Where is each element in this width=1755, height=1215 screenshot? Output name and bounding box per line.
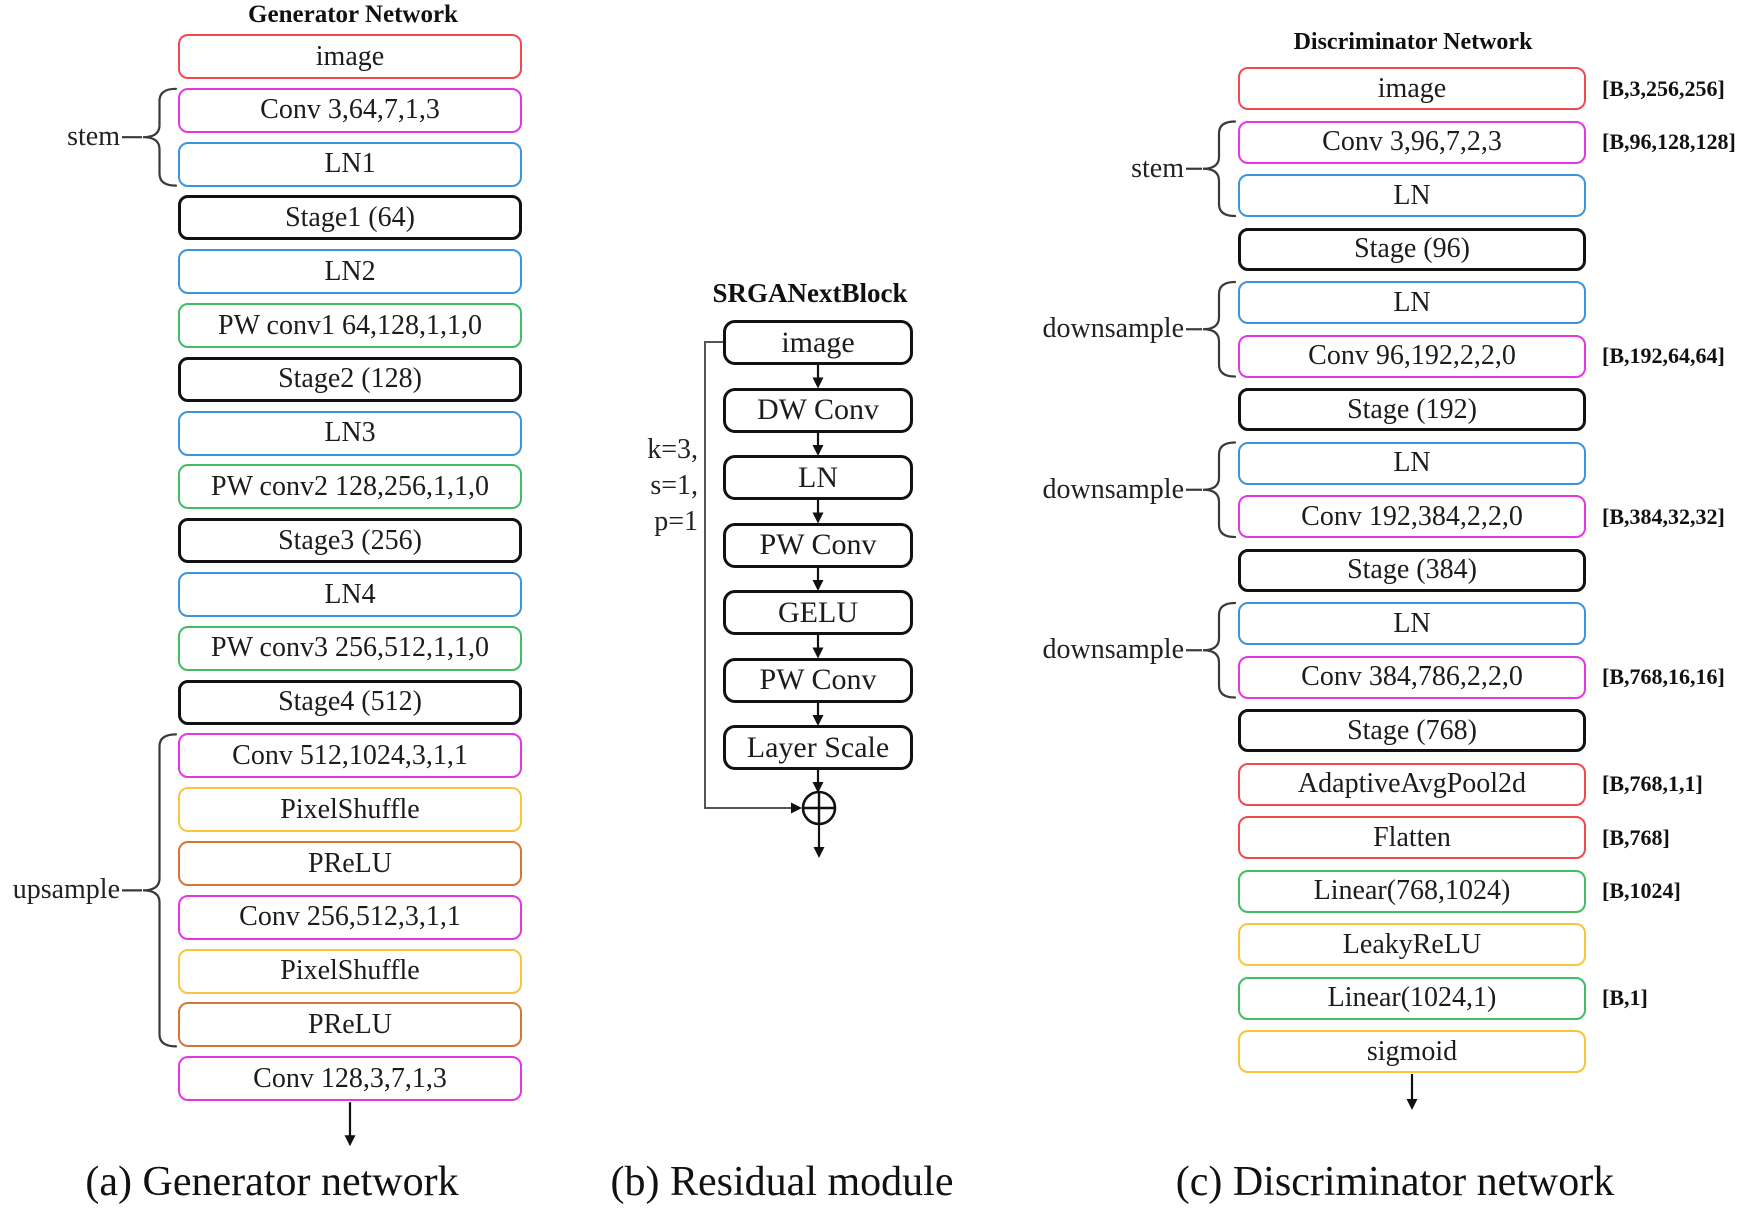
- layer-box: Linear(768,1024): [1238, 869, 1586, 913]
- layer-box: Conv 96,192,2,2,0: [1238, 334, 1586, 378]
- layer-box: PW Conv: [723, 657, 913, 703]
- shape-annotation: [B,96,128,128]: [1602, 129, 1736, 154]
- stem-bracket: [142, 87, 178, 187]
- downsample-label: downsample: [1042, 313, 1184, 345]
- layer-box: image: [178, 34, 522, 79]
- caption-discriminator: (c) Discriminator network: [1175, 1159, 1615, 1205]
- generator-title: Generator Network: [248, 1, 458, 28]
- layer-box: Stage3 (256): [178, 518, 522, 564]
- layer-box: Stage (768): [1238, 709, 1586, 752]
- layer-box: Conv 128,3,7,1,3: [178, 1056, 522, 1102]
- flow-arrow-head: [812, 377, 824, 389]
- shape-annotation: [B,384,32,32]: [1602, 503, 1725, 529]
- layer-box: Conv 3,96,7,2,3: [1238, 120, 1586, 164]
- layer-box: Stage2 (128): [178, 356, 522, 402]
- layer-box: PW conv3 256,512,1,1,0: [178, 625, 522, 671]
- layer-box: Conv 512,1024,3,1,1: [178, 733, 522, 779]
- downsample-bracket: [1202, 601, 1237, 699]
- flow-arrow-head: [812, 580, 824, 591]
- flow-arrow-to-sum-head: [812, 782, 824, 793]
- layer-box: sigmoid: [1238, 1030, 1586, 1073]
- downsample-label: downsample: [1042, 473, 1184, 505]
- shape-annotation: [B,1]: [1602, 985, 1648, 1010]
- padding-label: p=1: [654, 506, 698, 537]
- layer-box: DW Conv: [723, 387, 913, 433]
- downsample-bracket: [1202, 280, 1237, 378]
- layer-box: LN1: [178, 141, 522, 187]
- upsample-bracket: [142, 733, 178, 1048]
- output-arrow-gen-head: [344, 1135, 356, 1147]
- layer-box: Stage (192): [1238, 388, 1586, 431]
- layer-box: LN4: [178, 572, 522, 617]
- skip-connection-arrow-head: [791, 802, 802, 814]
- stem-label: stem: [67, 121, 120, 153]
- layer-box: image: [1238, 67, 1586, 110]
- layer-box: PW Conv: [723, 522, 913, 568]
- layer-box: PReLU: [178, 841, 522, 886]
- layer-box: LN: [1238, 441, 1586, 485]
- layer-box: PReLU: [178, 1002, 522, 1048]
- layer-box: Stage4 (512): [178, 679, 522, 725]
- shape-annotation: [B,768,16,16]: [1602, 664, 1725, 689]
- shape-annotation: [B,768,1,1]: [1602, 771, 1703, 796]
- layer-box: LN3: [178, 410, 522, 456]
- downsample-label: downsample: [1042, 634, 1184, 666]
- skip-connection-line: [704, 341, 788, 809]
- upsample-label: upsample: [12, 874, 120, 906]
- layer-box: Linear(1024,1): [1238, 976, 1586, 1020]
- kernel-size-label: k=3,: [647, 434, 698, 465]
- layer-box: image: [723, 320, 913, 365]
- shape-annotation: [B,1024]: [1602, 878, 1681, 903]
- layer-box: LeakyReLU: [1238, 923, 1586, 966]
- layer-box: GELU: [723, 590, 913, 635]
- layer-box: LN2: [178, 249, 522, 295]
- flow-arrow-head: [812, 512, 824, 524]
- layer-box: Flatten: [1238, 816, 1586, 859]
- layer-box: PixelShuffle: [178, 948, 522, 994]
- layer-box: Stage1 (64): [178, 195, 522, 241]
- downsample-bracket: [1202, 441, 1237, 539]
- layer-box: LN: [1238, 281, 1586, 324]
- layer-box: Conv 384,786,2,2,0: [1238, 655, 1586, 699]
- layer-box: PixelShuffle: [178, 787, 522, 833]
- layer-box: Layer Scale: [723, 725, 913, 770]
- flow-arrow-head: [812, 647, 824, 659]
- output-arrow-res-head: [813, 847, 825, 858]
- layer-box: Conv 192,384,2,2,0: [1238, 495, 1586, 538]
- layer-box: Stage (96): [1238, 227, 1586, 271]
- stride-label: s=1,: [650, 470, 698, 501]
- layer-box: PW conv2 128,256,1,1,0: [178, 464, 522, 510]
- layer-box: Conv 256,512,3,1,1: [178, 894, 522, 940]
- residual-title: SRGANextBlock: [712, 278, 908, 308]
- flow-arrow-head: [812, 715, 824, 726]
- output-arrow-disc-head: [1406, 1099, 1418, 1110]
- layer-box: Conv 3,64,7,1,3: [178, 87, 522, 133]
- shape-annotation: [B,192,64,64]: [1602, 343, 1725, 368]
- layer-box: PW conv1 64,128,1,1,0: [178, 303, 522, 348]
- caption-generator: (a) Generator network: [85, 1159, 459, 1205]
- stem-bracket: [1202, 120, 1237, 218]
- layer-box: LN: [1238, 602, 1586, 645]
- layer-box: AdaptiveAvgPool2d: [1238, 762, 1586, 806]
- stem-label: stem: [1131, 152, 1184, 184]
- flow-arrow-head: [812, 445, 824, 456]
- shape-annotation: [B,768]: [1602, 824, 1670, 850]
- kernel-params-label: k=3, s=1, p=1: [647, 432, 698, 540]
- layer-box: LN: [1238, 174, 1586, 217]
- caption-residual: (b) Residual module: [610, 1159, 954, 1205]
- layer-box: Stage (384): [1238, 548, 1586, 592]
- shape-annotation: [B,3,256,256]: [1602, 75, 1725, 101]
- layer-box: LN: [723, 455, 913, 500]
- discriminator-title: Discriminator Network: [1293, 29, 1533, 55]
